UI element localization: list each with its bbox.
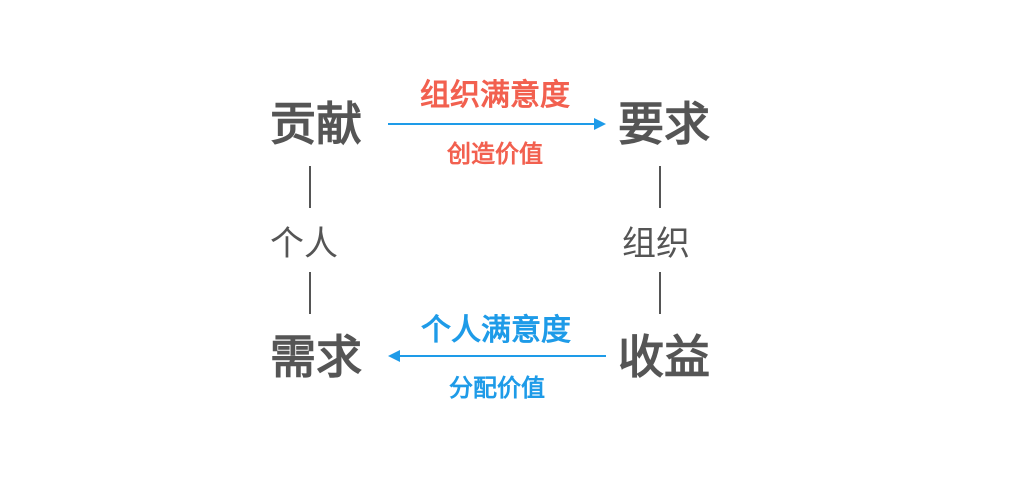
bottom-arrow-head: [388, 350, 400, 362]
right-connector-bottom: [659, 272, 661, 314]
left-connector-bottom: [309, 272, 311, 314]
bottom-edge-label-below: 分配价值: [449, 374, 545, 402]
top-edge-label-below: 创造价值: [447, 140, 543, 168]
top-arrow-head: [594, 118, 606, 130]
right-connector-top: [659, 166, 661, 208]
right-connector-label: 组织: [622, 224, 690, 264]
node-contribution: 贡献: [270, 97, 362, 151]
node-benefit: 收益: [618, 330, 710, 384]
node-requirement: 要求: [618, 97, 710, 151]
left-connector-top: [309, 166, 311, 208]
bottom-edge-label-above: 个人满意度: [421, 313, 571, 348]
left-connector-label: 个人: [270, 224, 338, 264]
top-edge-label-above: 组织满意度: [420, 78, 570, 113]
node-need: 需求: [270, 330, 362, 384]
